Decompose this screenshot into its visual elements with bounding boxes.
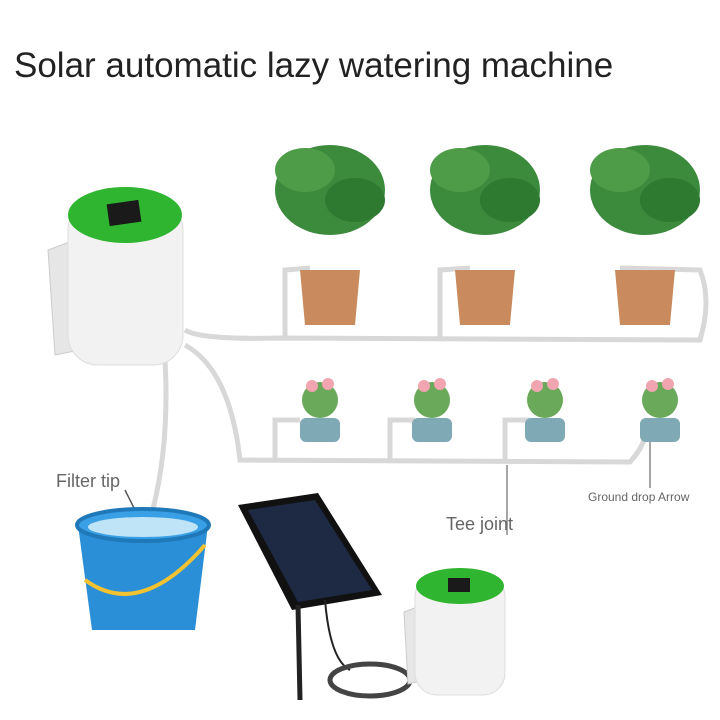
solar-panel xyxy=(238,493,413,701)
filter-tip-label: Filter tip xyxy=(56,471,121,491)
page-title: Solar automatic lazy watering machine xyxy=(14,46,614,85)
succulent xyxy=(640,378,680,442)
large-plant xyxy=(430,145,540,325)
tee-joint-label: Tee joint xyxy=(446,514,514,534)
tubing xyxy=(147,265,709,521)
succulent xyxy=(300,378,340,442)
large-plant xyxy=(590,145,700,325)
succulent xyxy=(412,378,452,442)
large-plant xyxy=(275,145,385,325)
water-bucket xyxy=(75,507,211,630)
watering-device-small xyxy=(403,568,506,696)
watering-device xyxy=(47,187,184,366)
ground-drop-arrow-label: Ground drop Arrow xyxy=(588,490,690,504)
succulent xyxy=(525,378,565,442)
